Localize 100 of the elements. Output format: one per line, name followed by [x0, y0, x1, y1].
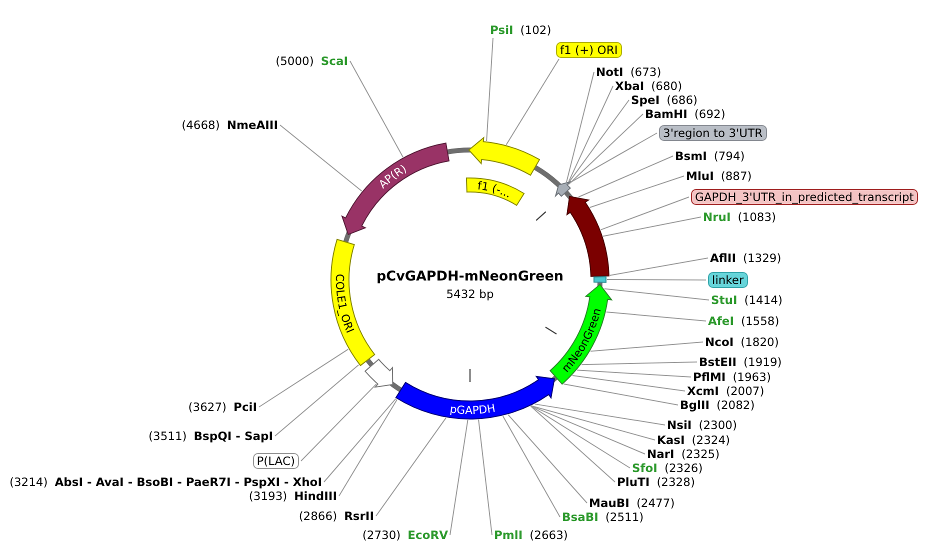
cut-position: (887) — [720, 169, 752, 183]
enzyme-name: XbaI — [615, 79, 644, 93]
cut-position: (3627) — [188, 400, 227, 414]
enzyme-name: NmeAIII — [226, 118, 278, 132]
feature-name: f1 (-... — [476, 179, 514, 201]
enzyme-name: PciI — [234, 400, 257, 414]
cut-position: (2477) — [636, 496, 675, 510]
leader-line — [576, 370, 692, 378]
enzyme-name: BamHI — [645, 107, 688, 121]
leader-line — [568, 114, 644, 186]
cut-position: (2325) — [681, 447, 720, 461]
leader-line — [324, 398, 396, 482]
enzyme-name: AbsI - AvaI - BsoBI - PaeR7I - PspXI - XhoI — [54, 475, 322, 489]
leader-line — [581, 362, 698, 366]
cut-position: (673) — [630, 65, 662, 79]
leader-line — [274, 364, 360, 436]
leader-line — [602, 216, 702, 237]
feature-tag: P(LAC) — [252, 453, 299, 469]
leader-line — [566, 72, 594, 183]
cut-position: (2007) — [726, 384, 764, 398]
leader-line — [600, 196, 690, 230]
cut-position: (5000) — [276, 54, 314, 68]
leader-line — [486, 38, 494, 142]
feature-name: pGAPDH — [449, 402, 496, 418]
feature-segment — [466, 178, 525, 206]
enzyme-name: XcmI — [687, 384, 719, 398]
leader-line — [508, 414, 588, 504]
leader-line — [578, 156, 674, 198]
cut-position: (692) — [694, 107, 726, 121]
cut-position: (3511) — [148, 429, 187, 443]
cut-position: (1820) — [740, 335, 779, 349]
enzyme-name: ScaI — [320, 54, 348, 68]
enzyme-name: NcoI — [705, 335, 734, 349]
cut-position: (4668) — [182, 118, 220, 132]
cut-position: (1963) — [732, 370, 771, 384]
cut-position: (2866) — [298, 509, 338, 523]
cut-position: (102) — [520, 23, 552, 37]
enzyme-name: BsmI — [675, 149, 707, 163]
feature-segment — [593, 276, 606, 283]
cut-position: (1919) — [744, 355, 782, 369]
enzyme-name: MluI — [686, 169, 714, 183]
leader-line — [280, 124, 362, 192]
cut-position: (2511) — [605, 510, 644, 524]
leader-line — [567, 100, 630, 184]
enzyme-name: NruI — [703, 210, 731, 224]
cut-position: (680) — [651, 79, 682, 93]
cut-position: (2730) — [362, 528, 401, 542]
cut-position: (2300) — [698, 418, 737, 432]
leader-line — [534, 404, 666, 426]
cut-position: (1329) — [742, 251, 782, 265]
feature-segment — [364, 358, 394, 388]
leader-line — [258, 348, 349, 408]
cut-position: (2326) — [664, 461, 703, 475]
feature-tag: 3'region to 3'UTR — [659, 125, 767, 141]
enzyme-name: PflMI — [693, 370, 726, 384]
feature-tag: GAPDH_3'UTR_in_predicted_transcript — [691, 189, 918, 205]
enzyme-name: SpeI — [631, 93, 660, 107]
leader-line — [568, 86, 614, 182]
cut-position: (2328) — [656, 475, 695, 489]
leader-line — [450, 419, 468, 536]
leader-line — [506, 58, 560, 146]
enzyme-name: KasI — [657, 433, 685, 447]
feature-segment — [342, 142, 450, 235]
enzyme-name: RsrII — [344, 509, 374, 523]
feature-tag: f1 (+) ORI — [556, 42, 622, 58]
leader-line — [478, 419, 492, 536]
cut-position: (1558) — [740, 314, 780, 328]
plasmid-name: pCvGAPDH-mNeonGreen — [376, 268, 564, 286]
enzyme-name: NotI — [596, 65, 624, 79]
leader-line — [530, 405, 656, 440]
enzyme-name: AfeI — [708, 314, 734, 328]
cut-position: (686) — [666, 93, 698, 107]
enzyme-name: PmlI — [494, 528, 523, 542]
enzyme-name: HindIII — [294, 489, 337, 503]
enzyme-name: BstEII — [699, 355, 737, 369]
enzyme-name: MauBI — [589, 496, 630, 510]
leader-line — [589, 176, 684, 208]
cut-position: (1414) — [744, 293, 782, 307]
leader-line — [572, 374, 686, 392]
leader-line — [376, 417, 446, 516]
feature-segment — [555, 181, 571, 197]
leader-line — [590, 342, 704, 352]
enzyme-name: EcoRV — [408, 528, 448, 542]
feature-tag: linker — [708, 272, 748, 288]
plasmid-length: 5432 bp — [446, 287, 494, 301]
cut-position: (3214) — [10, 475, 48, 489]
enzyme-name: BglII — [680, 398, 710, 412]
leader-line — [530, 406, 630, 468]
leader-line — [502, 416, 560, 518]
feature-segment — [566, 196, 610, 277]
leader-line — [567, 132, 658, 184]
enzyme-name: PluTI — [617, 475, 650, 489]
enzyme-name: NsiI — [667, 418, 692, 432]
leader-line — [606, 279, 706, 280]
leader-line — [530, 405, 646, 454]
cut-position: (2663) — [530, 528, 568, 542]
feature-segment — [468, 137, 540, 176]
enzyme-name: BsaBI — [562, 510, 598, 524]
cut-position: (1083) — [738, 210, 776, 224]
cut-position: (794) — [714, 149, 745, 163]
